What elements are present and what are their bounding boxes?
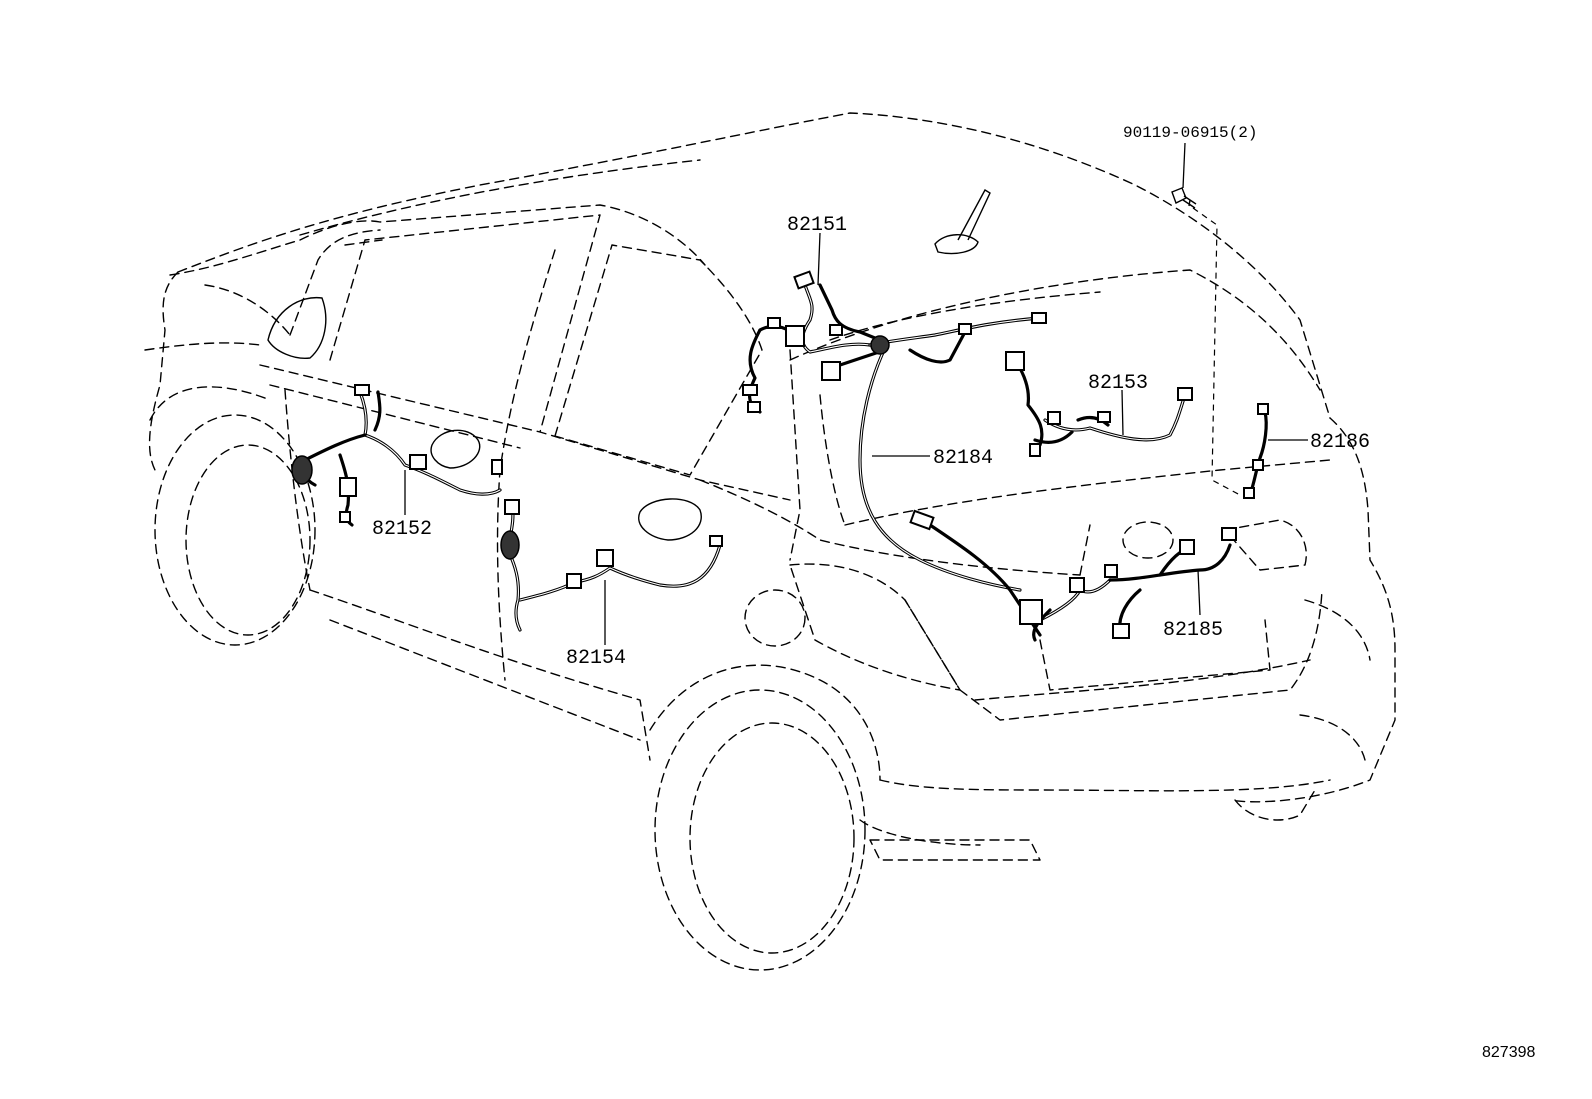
harness-82186[interactable] [1243,403,1269,499]
harness-82184[interactable] [821,312,1047,592]
label-bolt-90119: 90119-06915(2) [1123,124,1257,142]
leader-lines [404,142,1308,645]
harness-82152[interactable] [291,384,503,527]
figure-number: 827398 [1482,1044,1535,1061]
label-82151: 82151 [787,214,847,237]
harness-82153[interactable] [1005,351,1193,457]
harness-82154[interactable] [500,499,723,632]
label-82184: 82184 [933,447,993,470]
bolt-icon[interactable] [1171,187,1197,209]
bolt-reference-line [1192,207,1241,496]
label-82152: 82152 [372,518,432,541]
label-82185: 82185 [1163,619,1223,642]
harness-82151[interactable] [742,270,882,414]
harness-82185[interactable] [909,509,1237,642]
label-82153: 82153 [1088,372,1148,395]
car-body-outline [144,112,1396,971]
label-82186: 82186 [1310,431,1370,454]
label-82154: 82154 [566,647,626,670]
